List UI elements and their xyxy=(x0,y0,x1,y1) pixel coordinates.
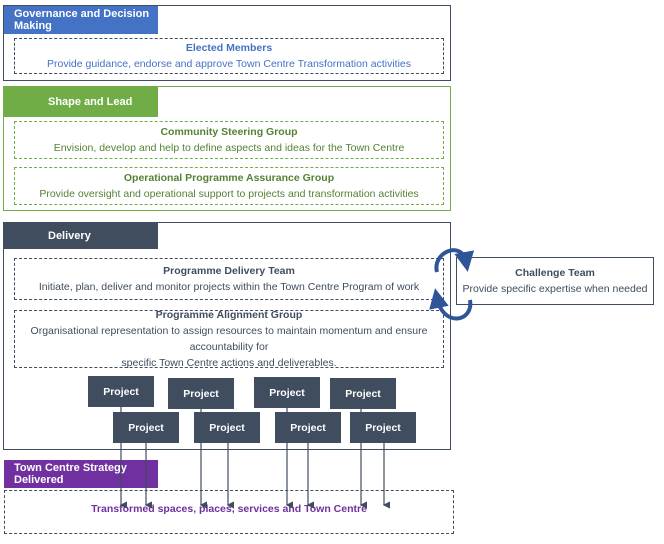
operational-assurance-group-box: Operational Programme Assurance Group Pr… xyxy=(14,167,444,205)
delivery-section xyxy=(3,222,451,450)
challenge-team-text: Provide specific expertise when needed xyxy=(462,283,648,295)
project-box: Project xyxy=(275,412,341,443)
town-centre-strategy-tab: Town Centre Strategy Delivered xyxy=(4,460,158,488)
elected-members-text: Provide guidance, endorse and approve To… xyxy=(46,58,411,70)
shape-lead-tab: Shape and Lead xyxy=(4,87,158,117)
elected-members-box: Elected Members Provide guidance, endors… xyxy=(14,38,444,74)
programme-alignment-group-text-line2: specific Town Centre actions and deliver… xyxy=(121,357,337,369)
delivery-tab: Delivery xyxy=(4,223,158,249)
challenge-team-title: Challenge Team xyxy=(515,267,595,279)
programme-delivery-team-title: Programme Delivery Team xyxy=(163,265,295,277)
cycle-arrows-icon xyxy=(429,248,475,321)
community-steering-group-title: Community Steering Group xyxy=(160,126,298,138)
community-steering-group-box: Community Steering Group Envision, devel… xyxy=(14,121,444,159)
operational-assurance-group-text: Provide oversight and operational suppor… xyxy=(39,188,419,200)
shape-lead-section xyxy=(3,86,451,211)
elected-members-title: Elected Members xyxy=(185,42,273,54)
programme-delivery-team-box: Programme Delivery Team Initiate, plan, … xyxy=(14,258,444,300)
outcome-box: Transformed spaces, places, services and… xyxy=(4,490,454,534)
challenge-team-box: Challenge Team Provide specific expertis… xyxy=(456,257,654,305)
project-box: Project xyxy=(330,378,396,409)
programme-alignment-group-box: Programme Alignment Group Organisational… xyxy=(14,309,444,369)
community-steering-group-text: Envision, develop and help to define asp… xyxy=(53,142,405,154)
project-box: Project xyxy=(254,377,320,408)
governance-tab: Governance and Decision Making xyxy=(4,6,158,34)
programme-delivery-team-text: Initiate, plan, deliver and monitor proj… xyxy=(38,281,420,293)
programme-alignment-group-text-line1: Organisational representation to assign … xyxy=(30,325,428,353)
project-box: Project xyxy=(88,376,154,407)
project-box: Project xyxy=(194,412,260,443)
programme-alignment-group-title: Programme Alignment Group xyxy=(155,309,303,321)
outcome-text: Transformed spaces, places, services and… xyxy=(91,503,367,515)
project-box: Project xyxy=(168,378,234,409)
governance-section xyxy=(3,5,451,81)
operational-assurance-group-title: Operational Programme Assurance Group xyxy=(123,172,335,184)
project-box: Project xyxy=(350,412,416,443)
project-box: Project xyxy=(113,412,179,443)
